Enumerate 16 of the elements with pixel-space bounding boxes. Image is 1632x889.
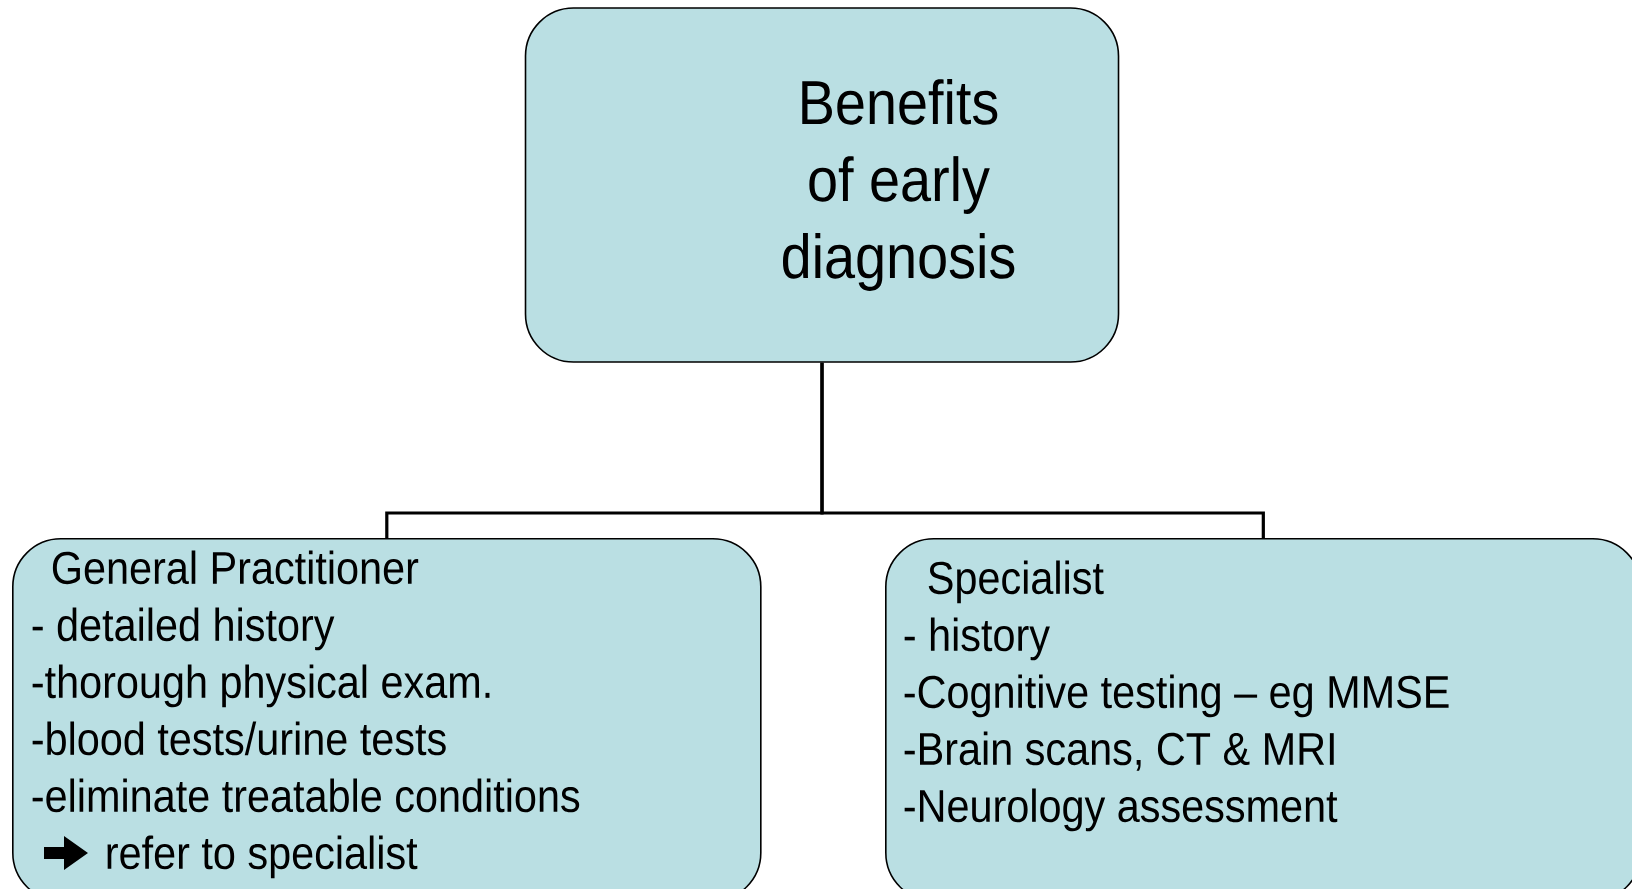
rounded-box: [885, 538, 1632, 889]
list-item: -thorough physical exam.: [32, 664, 490, 708]
list-item: refer to specialist: [107, 835, 418, 879]
heading: Specialist: [928, 560, 1104, 604]
heading: General Practitioner: [52, 550, 419, 585]
title-text: Benefits of early diagnosis: [782, 79, 1015, 291]
list-item: - detailed history: [32, 607, 335, 651]
rounded-box: [12, 538, 762, 889]
connector-line: [820, 362, 1265, 538]
list-item: -eliminate treatable conditions: [32, 778, 580, 813]
list-item: -Neurology assessment: [904, 788, 1338, 832]
rounded-box: [524, 7, 1120, 363]
list-item: -Cognitive testing – eg MMSE: [904, 674, 1449, 718]
list-item: -blood tests/urine tests: [32, 721, 446, 756]
list-item: - history: [904, 617, 1050, 661]
list-item: -Brain scans, CT & MRI: [904, 731, 1334, 771]
